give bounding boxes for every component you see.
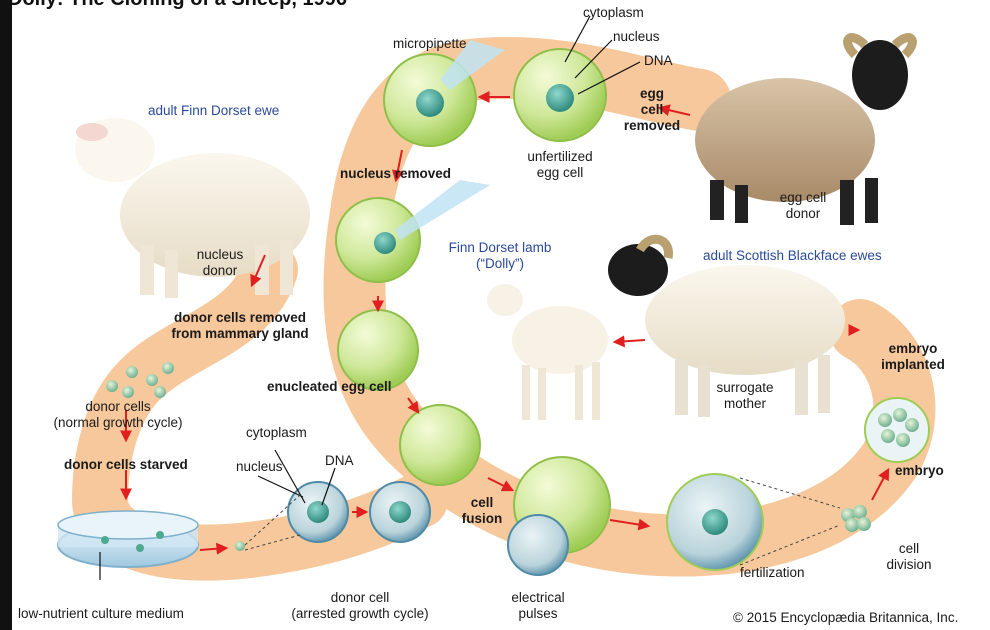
label-nucleus-donor: nucleus donor bbox=[197, 247, 244, 279]
label-unfertilized-egg-cell: unfertilized egg cell bbox=[527, 149, 592, 181]
label-egg-cell-donor: egg cell donor bbox=[780, 190, 827, 222]
label-dna-bottom: DNA bbox=[325, 453, 354, 469]
label-nucleus-bottom: nucleus bbox=[236, 459, 283, 475]
label-finn-dorset-lamb: Finn Dorset lamb (“Dolly”) bbox=[449, 240, 552, 272]
dolly-lamb bbox=[487, 284, 608, 420]
label-nucleus-removed: nucleus removed bbox=[340, 166, 451, 182]
label-donor-cells-starved: donor cells starved bbox=[64, 457, 188, 473]
label-micropipette: micropipette bbox=[393, 36, 467, 52]
label-adult-finn-dorset-ewe: adult Finn Dorset ewe bbox=[148, 103, 279, 119]
cell-embryo bbox=[865, 398, 929, 462]
label-cytoplasm-bottom: cytoplasm bbox=[246, 425, 307, 441]
copyright-notice: © 2015 Encyclopædia Britannica, Inc. bbox=[733, 610, 958, 626]
cell-unfertilized-egg bbox=[514, 49, 606, 141]
cell-enucleated bbox=[338, 310, 418, 390]
label-nucleus-top: nucleus bbox=[613, 29, 660, 45]
label-surrogate-mother: surrogate mother bbox=[716, 380, 773, 412]
label-donor-cells-removed: donor cells removed from mammary gland bbox=[171, 310, 308, 342]
label-low-nutrient-culture-medium: low-nutrient culture medium bbox=[18, 606, 184, 622]
label-donor-cells-normal: donor cells (normal growth cycle) bbox=[53, 399, 182, 431]
label-egg-cell-removed: egg cell removed bbox=[624, 86, 680, 134]
label-enucleated-egg-cell: enucleated egg cell bbox=[267, 379, 392, 395]
label-embryo: embryo bbox=[895, 463, 944, 479]
label-embryo-implanted: embryo implanted bbox=[881, 341, 945, 373]
label-cell-division: cell division bbox=[886, 541, 931, 573]
label-electrical-pulses: electrical pulses bbox=[511, 590, 564, 622]
label-dna-top: DNA bbox=[644, 53, 673, 69]
cell-fertilization bbox=[667, 474, 763, 570]
label-fertilization: fertilization bbox=[740, 565, 805, 581]
label-donor-cell-arrested: donor cell (arrested growth cycle) bbox=[291, 590, 428, 622]
label-cell-fusion: cell fusion bbox=[462, 495, 503, 527]
cell-fusion-egg bbox=[400, 405, 480, 485]
label-adult-scottish-blackface-ewes: adult Scottish Blackface ewes bbox=[703, 248, 882, 264]
label-cytoplasm-top: cytoplasm bbox=[583, 5, 644, 21]
diagram-title: Dolly: The Cloning of a Sheep, 1996 bbox=[8, 0, 347, 11]
